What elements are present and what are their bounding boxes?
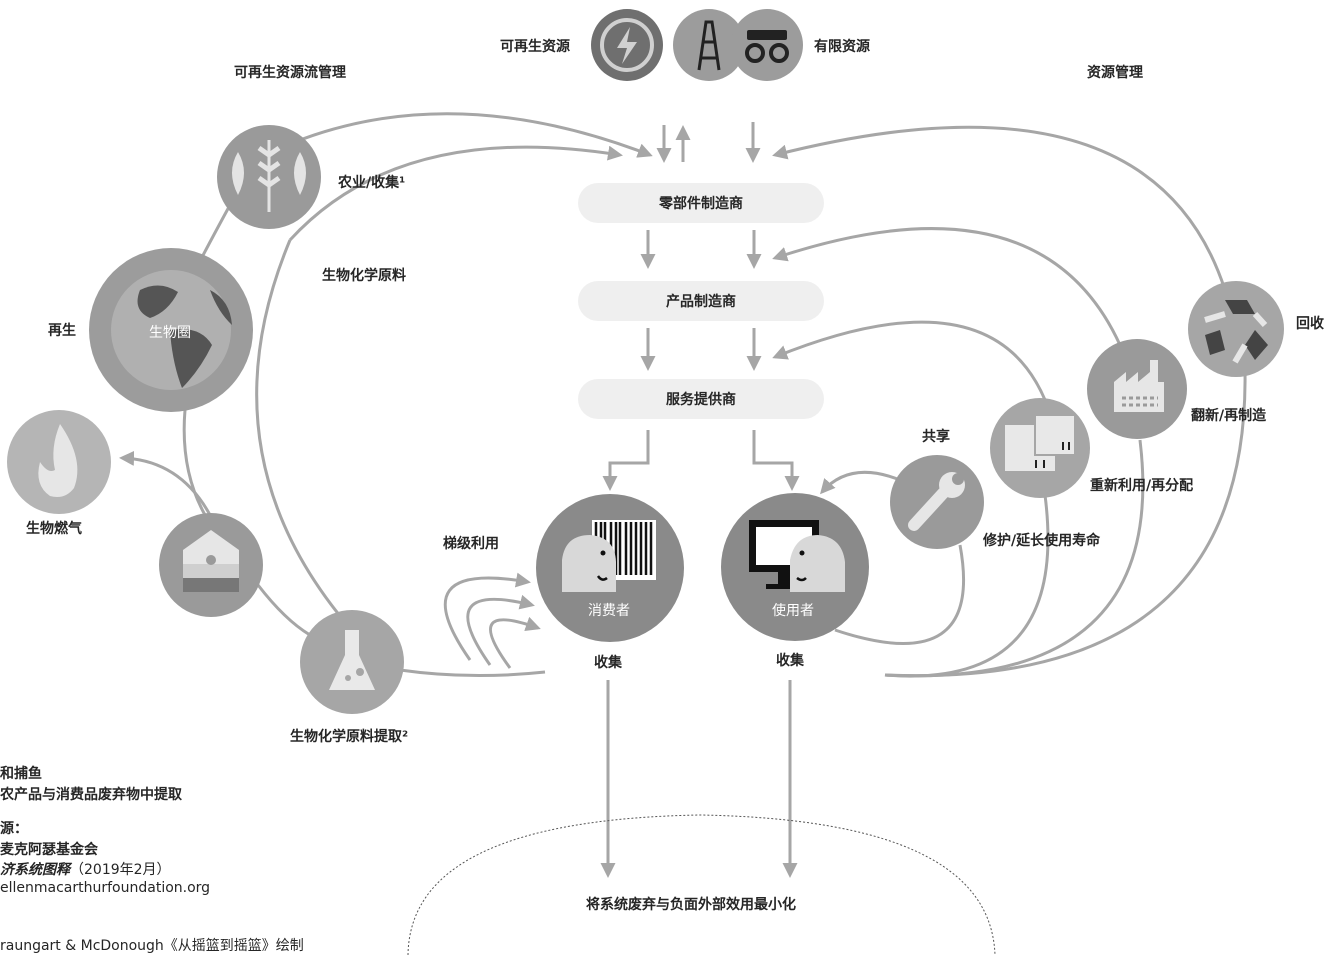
finite-resources-icons (673, 9, 803, 81)
credit-line: raungart & McDonough《从摇篮到摇篮》绘制 (0, 938, 304, 954)
oil-rig-icon (697, 20, 721, 71)
maintain-loop (834, 544, 966, 645)
consumer-circle (536, 494, 684, 642)
to-user-arrow (752, 430, 800, 491)
user-head-icon (790, 535, 845, 592)
stock-management-label: 资源管理 (1087, 65, 1143, 81)
consumer-label: 消费者 (588, 603, 630, 619)
recycle-label: 回收 (1296, 316, 1324, 332)
biogas-label: 生物燃气 (26, 521, 82, 537)
mining-cart-icon (745, 30, 789, 63)
cascade-arc-1 (443, 572, 531, 661)
leakage-dome (407, 814, 996, 955)
footnote-1: 和捕鱼 (0, 766, 42, 782)
wrench-icon (890, 455, 984, 549)
source-org: 麦克阿瑟基金会 (0, 842, 98, 858)
flask-icon (300, 610, 404, 714)
renewable-flow-label: 可再生资源流管理 (234, 65, 346, 81)
refurbish-loop (772, 227, 1122, 346)
source-title: 济系统图释 (0, 862, 70, 878)
refurbish-return (884, 439, 1145, 678)
bio-link-2 (182, 409, 207, 516)
extraction-label: 生物化学原料提取² (290, 729, 409, 745)
factory-icon (1087, 339, 1187, 439)
flame-icon (7, 410, 111, 514)
user-circle (721, 493, 869, 641)
biosphere-label: 生物圈 (149, 325, 191, 341)
maintain-label: 修护/延长使用寿命 (983, 533, 1101, 549)
source-heading: 源： (0, 821, 28, 837)
farming-label: 农业/收集¹ (338, 175, 406, 191)
bio-link-3 (256, 584, 311, 637)
fish-wheat-icon (217, 125, 321, 229)
reuse-return (884, 494, 1050, 678)
cascade-arc-2 (466, 594, 535, 666)
biogas-arrow (119, 450, 212, 516)
source-title-line: 济系统图释（2019年2月） (0, 859, 171, 879)
consumer-head-icon (562, 535, 616, 592)
cascades-label: 梯级利用 (443, 536, 499, 552)
renewable-energy-icon (591, 9, 663, 81)
globe-icon (89, 248, 253, 412)
regeneration-label: 再生 (48, 323, 76, 339)
feedstock-arrow (288, 145, 623, 242)
minimise-label: 将系统废弃与负面外部效用最小化 (586, 897, 796, 913)
collection-right-label: 收集 (776, 653, 804, 669)
finite-label: 有限资源 (814, 39, 870, 55)
recycle-loop (772, 125, 1227, 291)
parts-maker-box: 零部件制造商 (578, 183, 824, 223)
cascade-arc-3 (489, 616, 541, 669)
sharing-arrow (820, 470, 901, 495)
reuse-loop (772, 320, 1047, 401)
service-provider-box: 服务提供商 (578, 379, 824, 419)
footnote-2: 农产品与消费品废弃物中提取 (0, 787, 182, 803)
user-label: 使用者 (772, 603, 814, 619)
source-url[interactable]: ellenmacarthurfoundation.org (0, 880, 211, 896)
renewable-label: 可再生资源 (500, 39, 570, 55)
recycle-icon (1188, 281, 1284, 377)
refurbish-label: 翻新/再制造 (1191, 408, 1267, 424)
collection-left-label: 收集 (594, 655, 622, 671)
source-date: （2019年2月） (70, 862, 171, 878)
to-consumer-arrow (602, 430, 650, 491)
sharing-label: 共享 (922, 429, 950, 445)
product-maker-box: 产品制造商 (578, 281, 824, 321)
soil-icon (159, 513, 263, 617)
boxes-icon (990, 398, 1090, 498)
reuse-label: 重新利用/再分配 (1090, 478, 1194, 494)
extraction-line (399, 668, 546, 678)
feedstock-label: 生物化学原料 (322, 268, 406, 284)
